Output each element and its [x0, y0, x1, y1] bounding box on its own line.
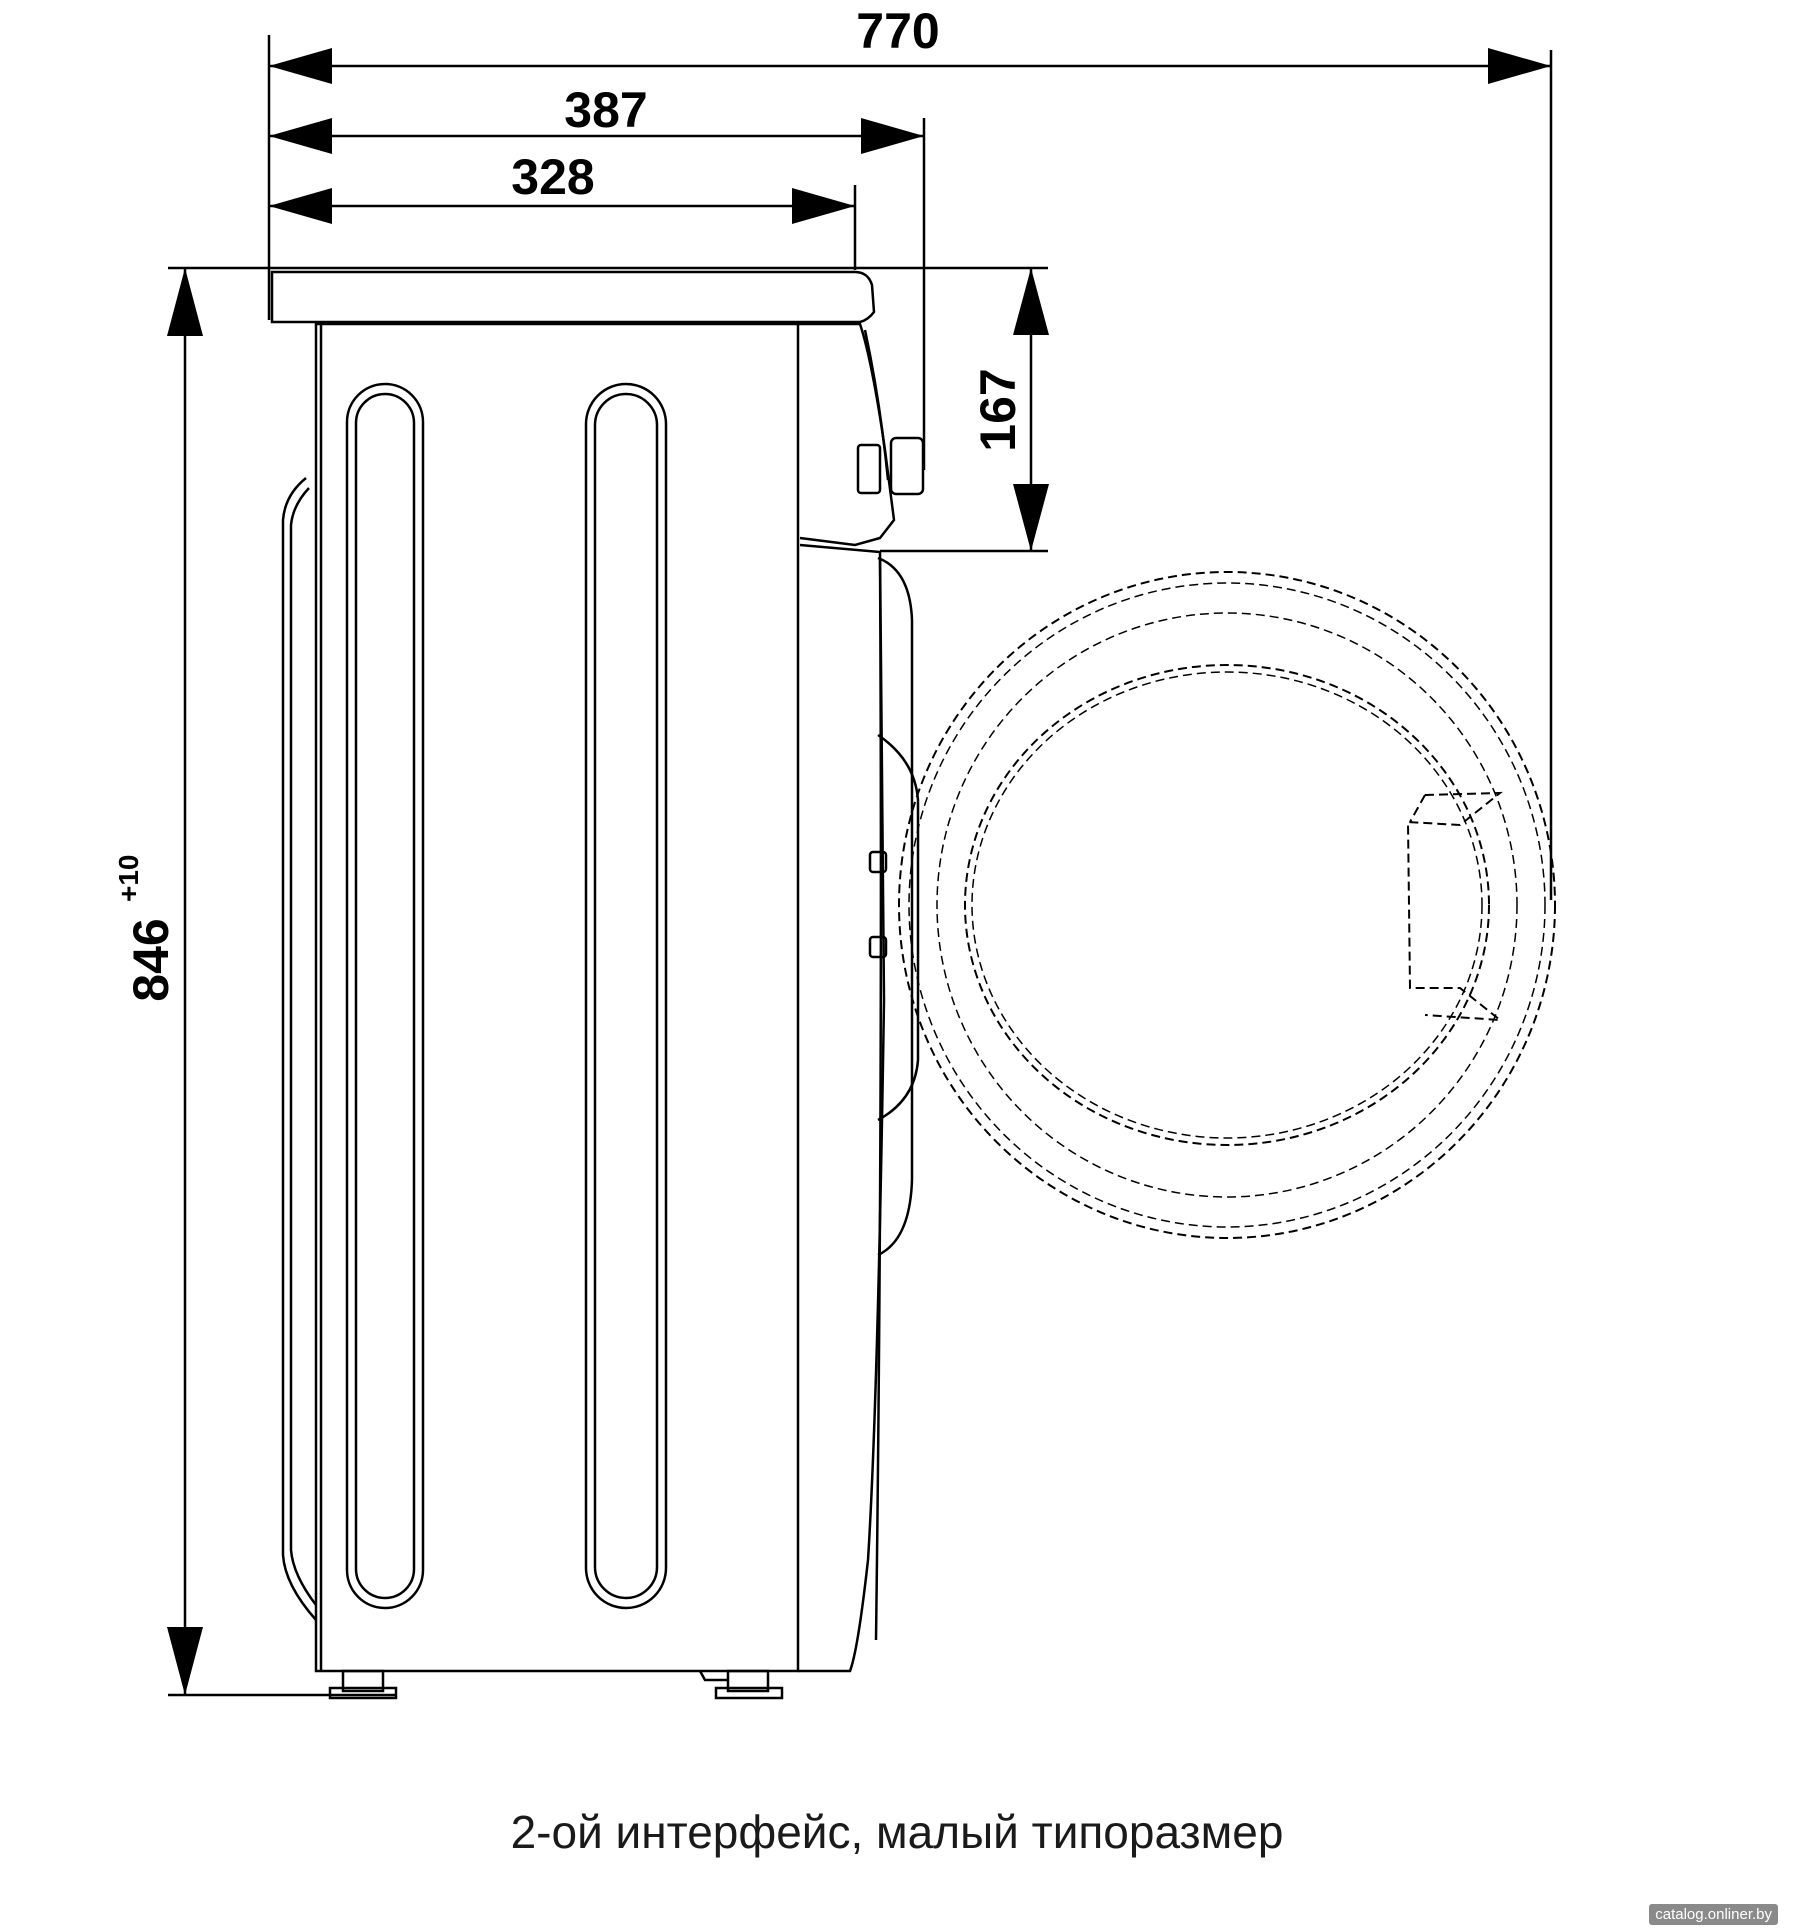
dimension-387-label: 387: [564, 82, 647, 138]
control-knob: [889, 436, 925, 496]
door-handle-inner: [1409, 794, 1426, 823]
side-recess-right-inner: [593, 392, 659, 1600]
door-hinge-lower: [868, 935, 888, 959]
dimension-846-label: 846: [123, 918, 179, 1001]
door-outer-ring: [898, 571, 1556, 1239]
door-middle-ring: [936, 612, 1518, 1198]
cabinet-side-panel: [314, 322, 800, 1673]
open-door: [898, 571, 1556, 1239]
door-glass: [964, 664, 1490, 1146]
side-recess-right: [584, 382, 668, 1610]
front-panel: [798, 543, 886, 1673]
dimension-387-arrow: [269, 118, 924, 154]
dimension-770-arrow: [269, 48, 1551, 84]
rear-cover-inner: [289, 487, 317, 1606]
control-panel: [798, 322, 896, 547]
foot-front-clip: [698, 1670, 728, 1682]
top-cover: [270, 270, 876, 324]
watermark: catalog.onliner.by: [1649, 1904, 1778, 1925]
control-panel-inner: [863, 329, 890, 481]
control-button: [856, 443, 882, 495]
door-hinge-upper: [868, 850, 888, 874]
dimension-846-tolerance: +10: [113, 855, 144, 903]
foot-rear: [341, 1669, 385, 1693]
foot-rear-base: [328, 1686, 398, 1700]
dimension-770-label: 770: [856, 3, 939, 59]
rear-cover: [281, 477, 317, 1621]
door-frame-side: [877, 733, 920, 1122]
door-hinge-cover: [877, 556, 914, 1257]
figure-caption: 2-ой интерфейс, малый типоразмер: [510, 1806, 1284, 1858]
foot-front-base: [714, 1686, 784, 1700]
dimension-167-arrow: [1013, 268, 1049, 551]
dimension-846-arrow: [167, 268, 203, 1695]
dimension-167-label: 167: [970, 368, 1026, 451]
side-recess-left-inner: [354, 392, 416, 1600]
door-outer-ring-2: [908, 582, 1546, 1228]
side-recess-left: [345, 382, 425, 1610]
dimension-328-arrow: [269, 188, 855, 224]
door-handle: [1406, 791, 1504, 1022]
door-glass-inner: [971, 671, 1483, 1139]
front-panel-inner: [874, 559, 883, 1641]
dimension-328-label: 328: [511, 149, 594, 205]
